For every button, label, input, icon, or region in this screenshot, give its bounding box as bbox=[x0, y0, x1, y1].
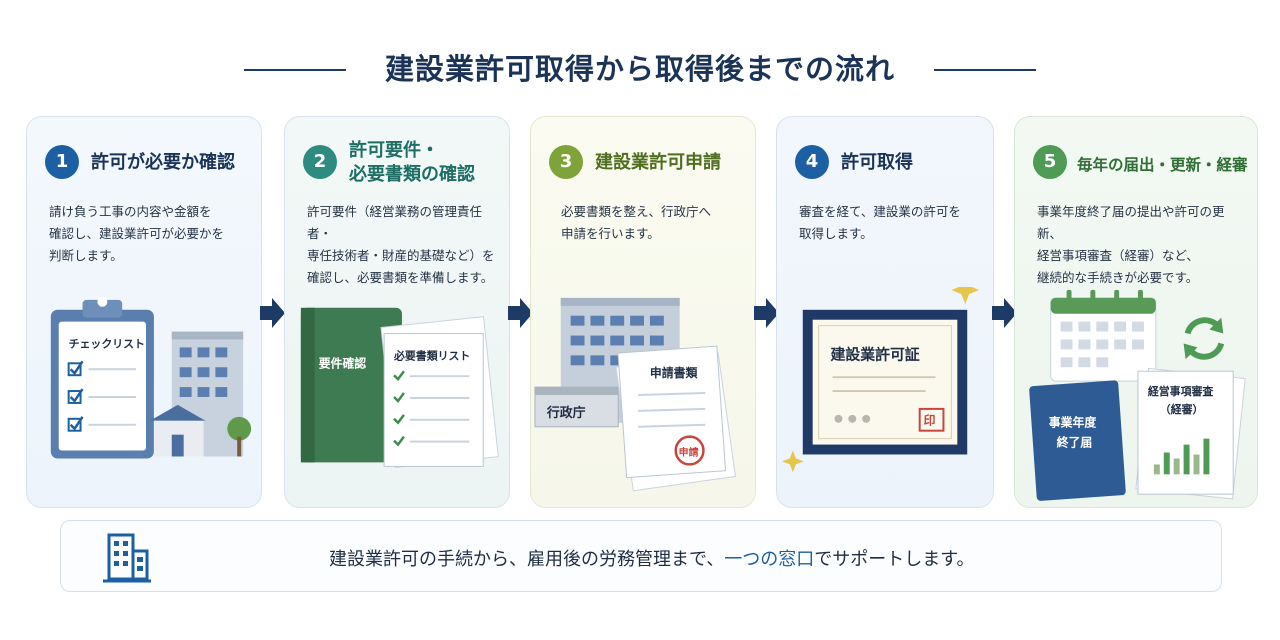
checklist-label: チェックリスト bbox=[69, 337, 145, 350]
step-title: 許可取得 bbox=[841, 152, 913, 173]
step-description: 請け負う工事の内容や金額を 確認し、建設業許可が必要かを 判断します。 bbox=[49, 204, 225, 263]
support-message: 建設業許可の手続から、雇用後の労務管理まで、一つの窓口でサポートします。 bbox=[329, 545, 974, 571]
step-title: 許可要件・ 必要書類の確認 bbox=[349, 140, 475, 185]
binder-icon: 要件確認 bbox=[300, 307, 402, 463]
arrow-right-icon bbox=[754, 298, 779, 328]
certificate-illustration: 建設業許可証 印 bbox=[781, 287, 980, 473]
office-label: 行政庁 bbox=[546, 405, 586, 421]
certificate-title: 建設業許可証 bbox=[831, 345, 920, 363]
step-card-2: 2 許可要件・ 必要書類の確認 許可要件（経営業務の管理責任者・ 専任技術者・財… bbox=[284, 116, 510, 508]
step-header: 2 許可要件・ 必要書類の確認 bbox=[301, 139, 503, 185]
report-book-label-1: 事業年度 bbox=[1049, 416, 1097, 430]
step-header: 1 許可が必要か確認 bbox=[43, 139, 255, 185]
mini-bar-chart-icon bbox=[1153, 464, 1160, 475]
building-icon bbox=[149, 331, 252, 457]
sparkle-icon bbox=[951, 287, 980, 304]
application-label: 申請書類 bbox=[650, 366, 698, 380]
support-banner: 建設業許可の手続から、雇用後の労務管理まで、一つの窓口でサポートします。 bbox=[60, 520, 1222, 592]
step-title: 建設業許可申請 bbox=[595, 152, 721, 173]
binder-label: 要件確認 bbox=[319, 356, 367, 370]
report-book-icon: 事業年度 終了届 bbox=[1029, 380, 1126, 501]
step-number-badge: 1 bbox=[45, 145, 79, 179]
step-number-badge: 5 bbox=[1033, 145, 1067, 179]
seal-icon bbox=[918, 407, 945, 432]
keishin-document-icon: 経営事項審査 （経審） bbox=[1135, 367, 1246, 500]
document-list-label: 必要書類リスト bbox=[393, 348, 470, 362]
title-rule-left bbox=[244, 69, 346, 71]
application-document-icon: 申請書類 申請 bbox=[615, 345, 736, 492]
page-title: 建設業許可取得から取得後までの流れ bbox=[384, 52, 895, 86]
checkbox-icon bbox=[67, 360, 137, 432]
step-description: 審査を経て、建設業の許可を 取得します。 bbox=[799, 204, 961, 241]
step-description: 事業年度終了届の提出や許可の更新、 経営事項審査（経審）など、 継続的な手続きが… bbox=[1037, 204, 1225, 285]
step-header: 5 毎年の届出・更新・経審 bbox=[1031, 139, 1251, 185]
title-row: 建設業許可取得から取得後までの流れ bbox=[0, 44, 1280, 94]
support-text-before: 建設業許可の手続から、雇用後の労務管理まで、 bbox=[329, 549, 725, 570]
step-title: 許可が必要か確認 bbox=[91, 152, 235, 173]
step-card-1: 1 許可が必要か確認 請け負う工事の内容や金額を 確認し、建設業許可が必要かを … bbox=[26, 116, 262, 508]
step-number-badge: 2 bbox=[303, 145, 337, 179]
support-text-after: でサポートします。 bbox=[814, 549, 975, 570]
arrow-right-icon bbox=[260, 298, 285, 328]
certificate-icon: 建設業許可証 印 bbox=[802, 309, 968, 455]
seal-label: 印 bbox=[924, 414, 936, 428]
keishin-label-2: （経審） bbox=[1160, 402, 1204, 416]
office-building-icon bbox=[103, 533, 151, 583]
step-description: 必要書類を整え、行政庁へ 申請を行います。 bbox=[561, 204, 712, 241]
step-card-4: 4 許可取得 審査を経て、建設業の許可を 取得します。 建設業許可証 印 bbox=[776, 116, 994, 508]
step-description: 許可要件（経営業務の管理責任者・ 専任技術者・財産的基礎など）を 確認し、必要書… bbox=[307, 204, 495, 285]
arrow-right-icon bbox=[508, 298, 533, 328]
calendar-icon bbox=[1050, 289, 1157, 382]
stamp-icon bbox=[674, 435, 705, 466]
step-title: 毎年の届出・更新・経審 bbox=[1077, 156, 1248, 174]
annual-procedures-illustration: 事業年度 終了届 経営事項審査 （経審） bbox=[1029, 289, 1246, 501]
keishin-label-1: 経営事項審査 bbox=[1148, 384, 1213, 398]
title-rule-right bbox=[934, 69, 1036, 71]
step-number-badge: 3 bbox=[549, 145, 583, 179]
step-header: 3 建設業許可申請 bbox=[547, 139, 749, 185]
arrow-right-icon bbox=[992, 298, 1017, 328]
stamp-label: 申請 bbox=[679, 445, 699, 458]
step-card-3: 3 建設業許可申請 必要書類を整え、行政庁へ 申請を行います。 行政庁 申請書類… bbox=[530, 116, 756, 508]
step-number-badge: 4 bbox=[795, 145, 829, 179]
refresh-icon bbox=[1183, 317, 1225, 360]
sparkle-icon bbox=[781, 450, 804, 473]
document-list-icon: 必要書類リスト bbox=[380, 316, 499, 468]
report-book-label-2: 終了届 bbox=[1057, 436, 1093, 450]
document-check-illustration: 要件確認 必要書類リスト bbox=[300, 307, 499, 468]
step-card-5: 5 毎年の届出・更新・経審 事業年度終了届の提出や許可の更新、 経営事項審査（経… bbox=[1014, 116, 1258, 508]
application-illustration: 行政庁 申請書類 申請 bbox=[534, 297, 736, 492]
support-highlight: 一つの窓口 bbox=[724, 549, 815, 570]
checklist-building-illustration: チェックリスト bbox=[50, 296, 252, 459]
step-header: 4 許可取得 bbox=[793, 139, 987, 185]
